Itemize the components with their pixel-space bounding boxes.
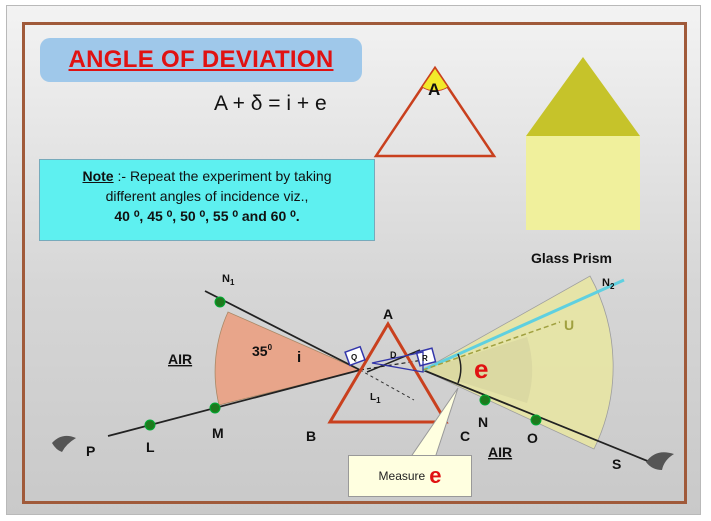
emergent-ray xyxy=(422,278,625,372)
label-n2: N2 xyxy=(602,277,615,291)
left-eye-icon xyxy=(52,435,76,452)
note-box: Note :- Repeat the experiment by taking … xyxy=(39,159,375,241)
label-vertex-b: B xyxy=(306,428,316,444)
label-u: U xyxy=(564,317,574,333)
pin-n xyxy=(479,394,491,406)
note-line-2: different angles of incidence viz., xyxy=(105,188,309,204)
incidence-sector xyxy=(214,311,362,406)
pin-o xyxy=(530,414,542,426)
normal-l1-dashed xyxy=(359,369,415,401)
glass-prism-label: Glass Prism xyxy=(531,250,612,266)
emergence-inner-sector xyxy=(423,337,533,403)
label-air-right: AIR xyxy=(488,444,512,460)
prism-icon-angle-sector xyxy=(421,67,449,92)
label-angle-e: e xyxy=(474,354,488,384)
label-angle-35: 350 xyxy=(252,343,273,359)
label-n1: N1 xyxy=(222,273,235,287)
pin-n1 xyxy=(214,296,226,308)
right-eye-icon xyxy=(646,452,674,470)
label-s: S xyxy=(612,456,621,472)
pin-m xyxy=(209,402,221,414)
normal-n1-line xyxy=(204,290,361,371)
prism-icon-outline xyxy=(373,65,497,158)
refracted-ray-dashed xyxy=(359,359,424,371)
measure-callout: Measure e xyxy=(348,455,472,497)
angle-q-marker xyxy=(344,345,366,367)
label-m: M xyxy=(212,425,224,441)
measure-text: Measure xyxy=(378,469,426,483)
note-label: Note xyxy=(82,168,114,184)
label-o: O xyxy=(527,430,538,446)
label-vertex-c: C xyxy=(460,428,470,444)
main-prism-outline xyxy=(327,321,449,424)
label-air-left: AIR xyxy=(168,351,192,367)
slide-title: ANGLE OF DEVIATION xyxy=(40,38,362,82)
label-vertex-a: A xyxy=(383,306,393,322)
prism-icon-label: A xyxy=(428,80,440,99)
note-line-1-text: :- Repeat the experiment by taking xyxy=(113,168,332,184)
label-l: L xyxy=(146,439,155,455)
label-d: D xyxy=(390,350,397,360)
note-line-1: Note :- Repeat the experiment by taking xyxy=(48,166,366,186)
measure-symbol: e xyxy=(429,463,442,488)
angle-e-arc xyxy=(457,353,462,384)
glass-prism-body xyxy=(526,136,640,230)
refracted-ray xyxy=(366,349,421,373)
label-p: P xyxy=(86,443,95,459)
pin-l xyxy=(144,419,156,431)
label-r: R xyxy=(422,354,428,363)
extended-ray-u xyxy=(422,321,561,371)
glass-prism-top xyxy=(526,57,640,136)
label-q: Q xyxy=(351,353,357,362)
label-n: N xyxy=(478,414,488,430)
slide-frame xyxy=(22,22,687,504)
deviation-marker xyxy=(371,351,424,373)
label-l1: L1 xyxy=(370,392,381,405)
label-angle-i: i xyxy=(297,349,301,366)
note-angles: 40 ⁰, 45 ⁰, 50 ⁰, 55 ⁰ and 60 ⁰. xyxy=(114,208,300,224)
deviation-formula: A + δ = i + e xyxy=(214,92,327,115)
